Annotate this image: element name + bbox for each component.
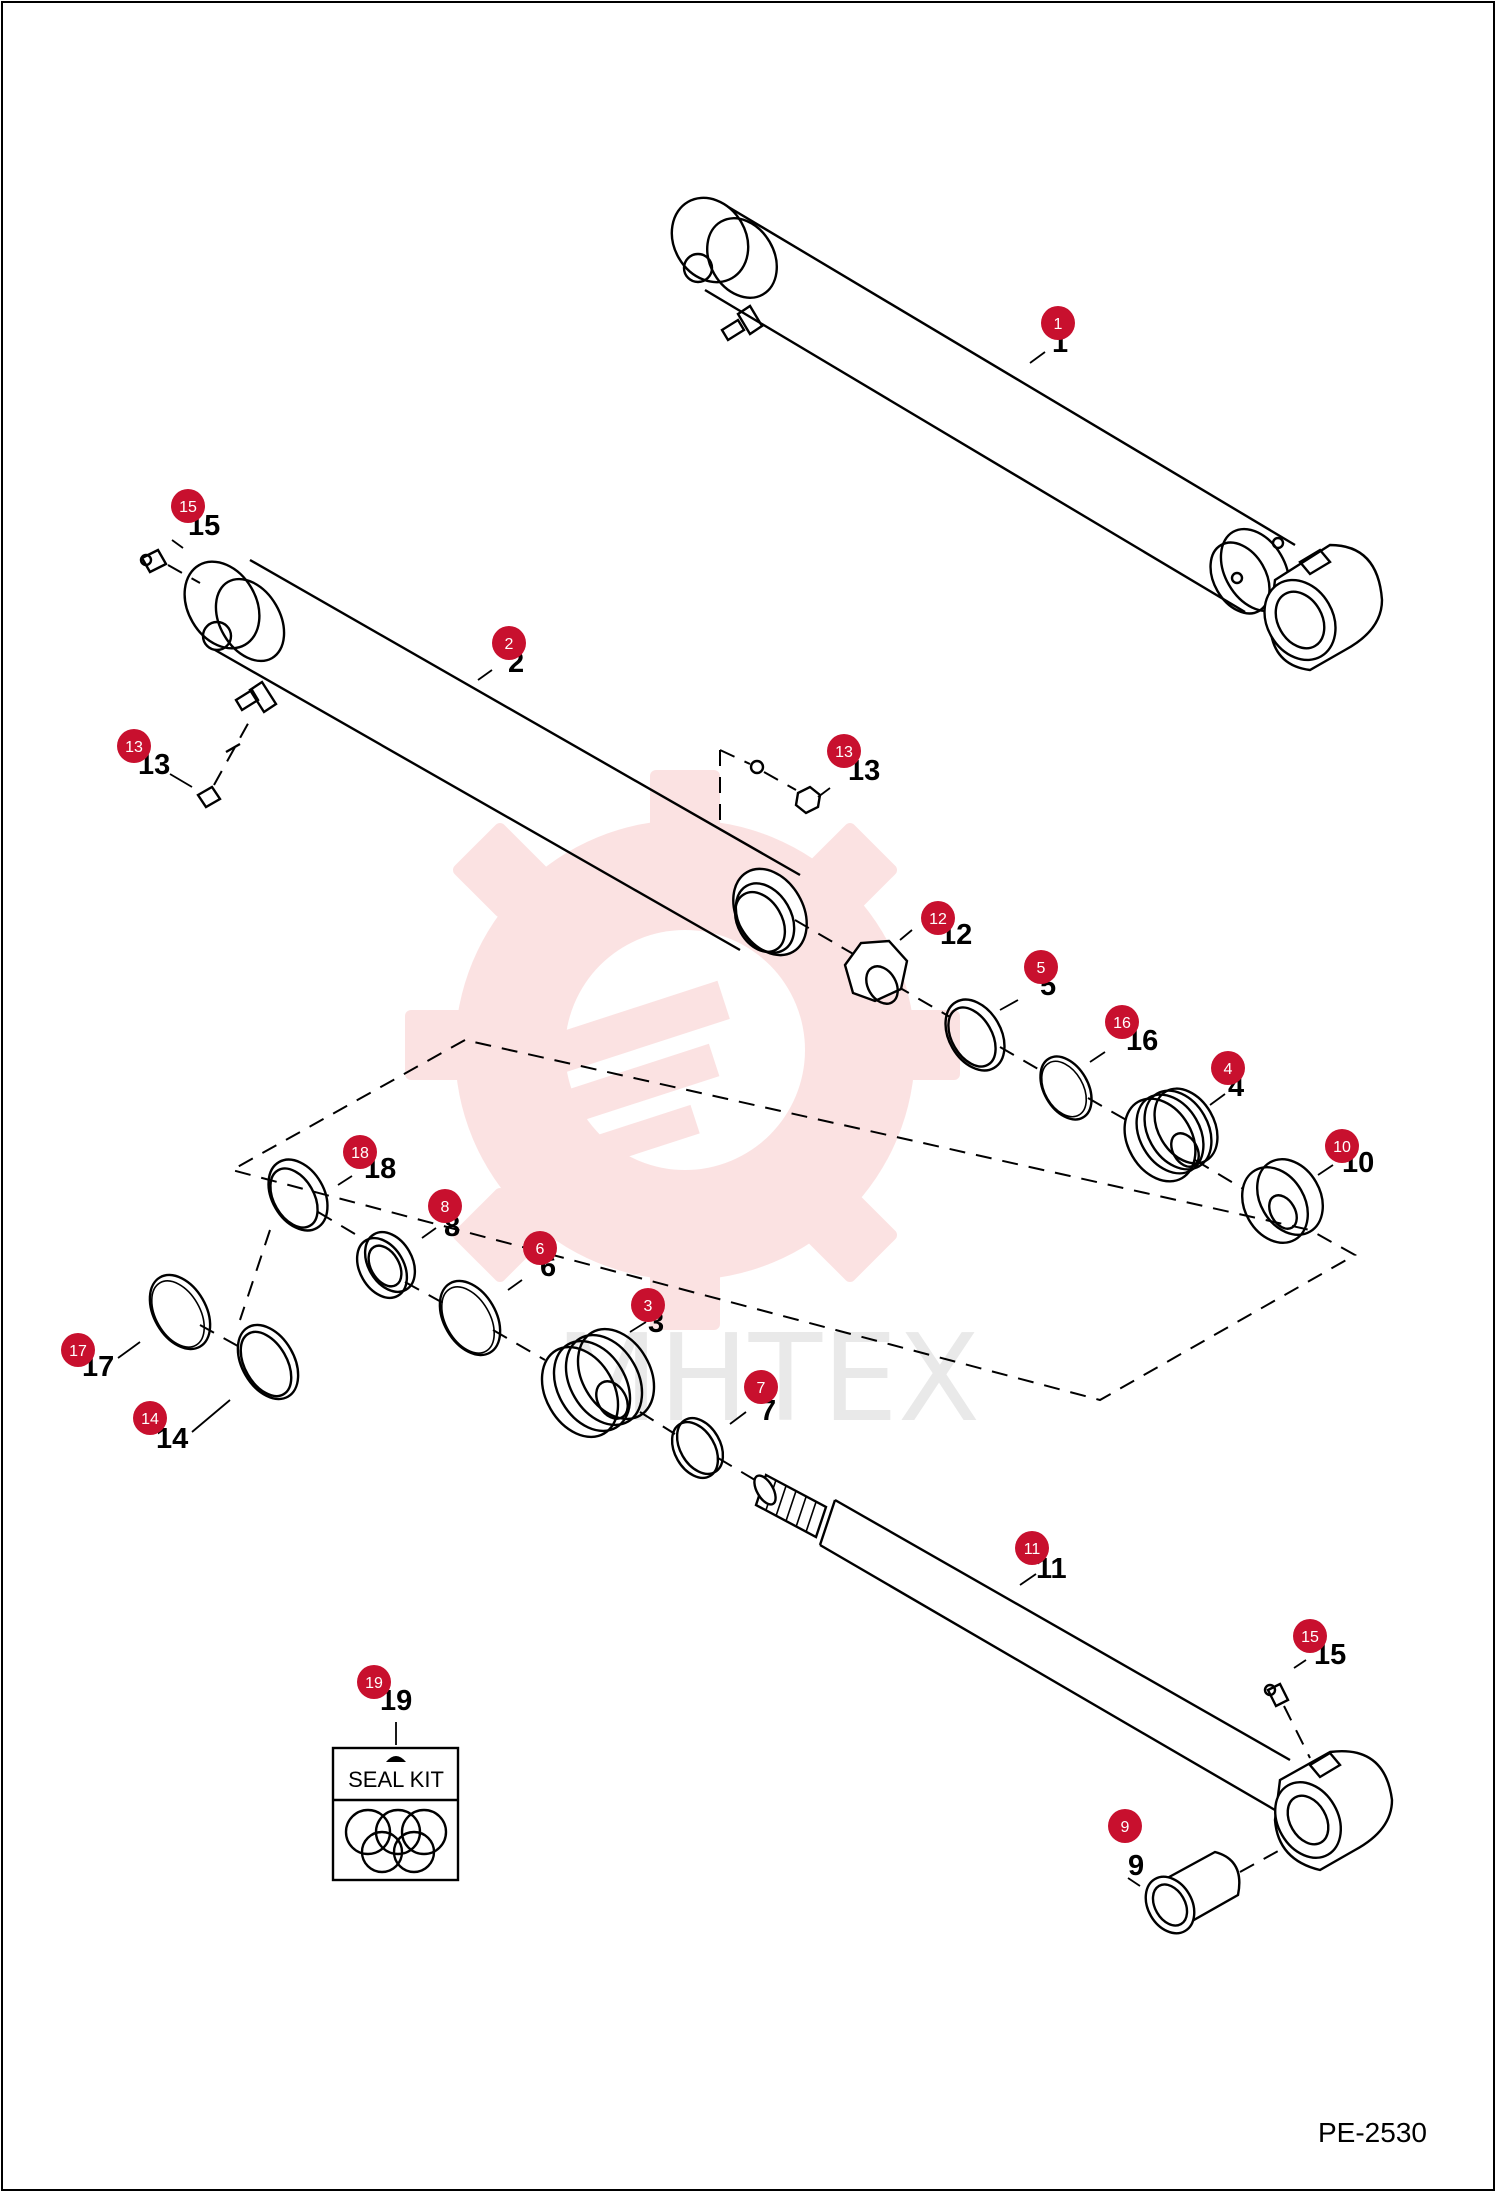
centerline-g: [404, 1281, 446, 1305]
svg-text:18: 18: [351, 1145, 369, 1162]
badge-13-left: 13: [117, 729, 151, 763]
badge-2: 2: [492, 626, 526, 660]
centerline-i: [639, 1411, 676, 1435]
callout-badges: 1 2 3 4 5 6 7 8 9 10 11 12 13 13 14 15 1…: [61, 306, 1359, 1843]
svg-text:15: 15: [1301, 1629, 1319, 1646]
group-boundary: [229, 1039, 1358, 1402]
centerline-c: [999, 1046, 1046, 1074]
badge-11: 11: [1015, 1531, 1049, 1565]
svg-text:12: 12: [929, 911, 947, 928]
svg-text:9: 9: [1121, 1819, 1130, 1836]
badge-10: 10: [1325, 1129, 1359, 1163]
part-1-cylinder-assembly: [670, 196, 1384, 672]
badge-14: 14: [133, 1401, 167, 1435]
part-8-wiper: [355, 1230, 417, 1300]
svg-text:7: 7: [757, 1380, 766, 1397]
badge-17: 17: [61, 1333, 95, 1367]
part-11-rod: [753, 1473, 1394, 1872]
badge-3: 3: [631, 1288, 665, 1322]
part-16-o-ring: [1039, 1055, 1093, 1121]
part-2-barrel: [183, 558, 808, 957]
badge-4: 4: [1211, 1051, 1245, 1085]
badge-5: 5: [1024, 950, 1058, 984]
svg-text:3: 3: [644, 1298, 653, 1315]
part-18-ring: [267, 1158, 329, 1232]
part-7-ring: [670, 1416, 725, 1480]
centerline-d: [1087, 1097, 1136, 1126]
centerline-k: [199, 1324, 246, 1351]
badge-9: 9: [1108, 1809, 1142, 1843]
svg-text:1: 1: [1054, 316, 1063, 333]
svg-text:15: 15: [179, 499, 197, 516]
callout-number-9: 9: [1128, 1850, 1144, 1882]
badge-15-top: 15: [171, 489, 205, 523]
svg-text:14: 14: [141, 1411, 159, 1428]
badge-15-rod: 15: [1293, 1619, 1327, 1653]
centerline-f: [317, 1211, 361, 1238]
centerline-h: [492, 1329, 546, 1361]
badge-16: 16: [1105, 1005, 1139, 1039]
svg-text:10: 10: [1333, 1139, 1351, 1156]
drawing-code: PE-2530: [1318, 2117, 1427, 2148]
badge-19: 19: [357, 1665, 391, 1699]
part-19-seal-kit: SEAL KIT: [331, 1722, 460, 1882]
badge-6: 6: [523, 1231, 557, 1265]
badge-1: 1: [1041, 306, 1075, 340]
svg-text:13: 13: [125, 739, 143, 756]
svg-text:2: 2: [505, 636, 514, 653]
badge-13-right: 13: [827, 734, 861, 768]
svg-text:13: 13: [835, 744, 853, 761]
part-12-nut: [843, 939, 909, 1005]
part-9-bushing: [1144, 1849, 1281, 1935]
centerline-e: [1194, 1159, 1246, 1191]
part-15-grease-fitting-top: [139, 548, 201, 584]
badge-8: 8: [428, 1189, 462, 1223]
svg-text:8: 8: [441, 1199, 450, 1216]
svg-text:16: 16: [1113, 1015, 1131, 1032]
part-6-o-ring: [438, 1279, 502, 1357]
svg-text:5: 5: [1037, 960, 1046, 977]
centerline-b: [894, 984, 951, 1018]
svg-text:17: 17: [69, 1343, 87, 1360]
watermark-logo: [405, 770, 960, 1330]
part-10-ring: [1241, 1158, 1324, 1244]
part-14-backup-ring: [236, 1323, 300, 1401]
badge-7: 7: [744, 1370, 778, 1404]
part-3-gland: [540, 1327, 656, 1439]
leader-lines: [117, 351, 1334, 1887]
part-15-grease-fitting-rod: [1263, 1682, 1311, 1759]
badge-12: 12: [921, 901, 955, 935]
svg-text:6: 6: [536, 1241, 545, 1258]
svg-text:4: 4: [1224, 1061, 1233, 1078]
part-13-plug-right: [719, 749, 822, 820]
part-17-o-ring: [148, 1273, 212, 1351]
part-13-plug-left: [196, 719, 251, 809]
centerline-l: [239, 1229, 271, 1321]
part-4-piston: [1123, 1087, 1219, 1183]
centerline-j: [717, 1457, 756, 1481]
centerline-a: [794, 919, 856, 956]
svg-text:19: 19: [365, 1675, 383, 1692]
part-5-ring: [944, 998, 1006, 1072]
svg-text:11: 11: [1024, 1541, 1041, 1558]
badge-18: 18: [343, 1135, 377, 1169]
seal-kit-label: SEAL KIT: [348, 1767, 444, 1792]
